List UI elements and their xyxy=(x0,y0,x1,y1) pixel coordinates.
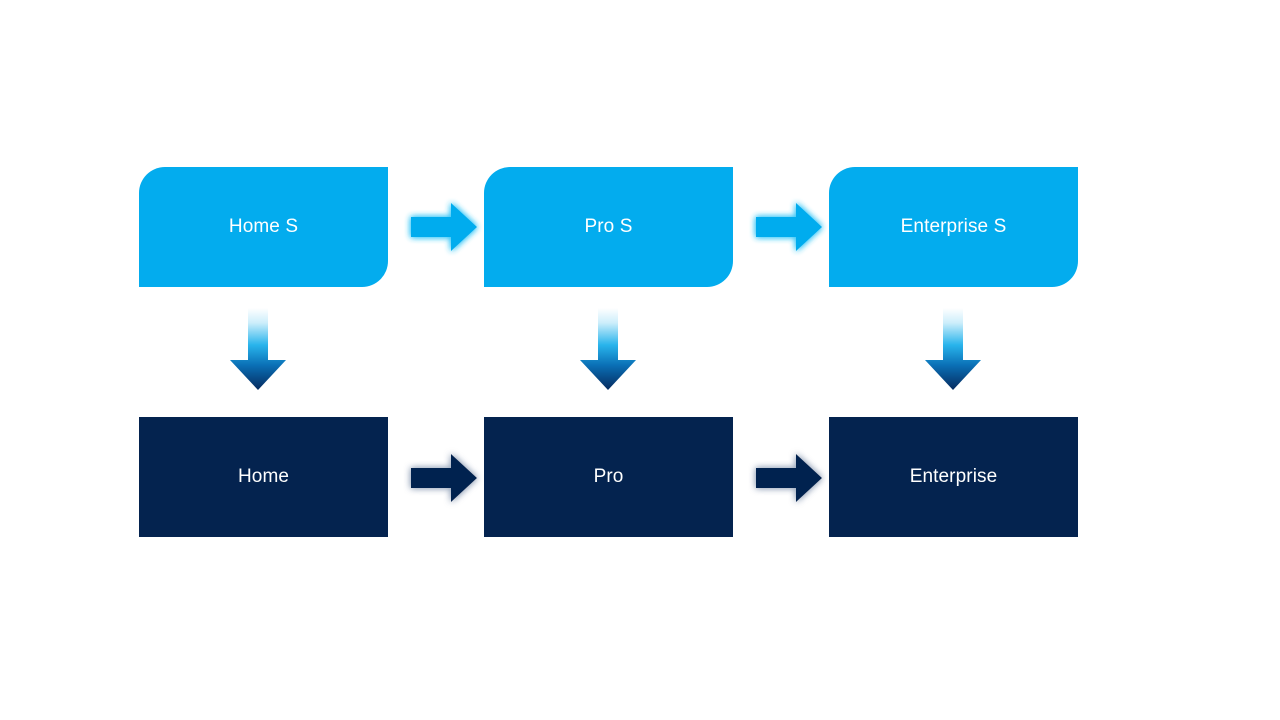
node-pro-s[interactable]: Pro S xyxy=(484,167,733,287)
node-home[interactable]: Home xyxy=(139,417,388,537)
node-label: Home xyxy=(237,465,290,487)
arrow-right-icon-pro-s-to-enterprise-s xyxy=(754,200,824,254)
node-label: Enterprise S xyxy=(900,215,1007,237)
node-label: Enterprise xyxy=(909,465,998,487)
arrow-right-icon-pro-to-enterprise xyxy=(754,451,824,505)
arrow-down-icon-pro-s-to-pro xyxy=(578,308,638,392)
arrow-right-icon-home-to-pro xyxy=(409,451,479,505)
node-label: Home S xyxy=(228,215,299,237)
node-pro[interactable]: Pro xyxy=(484,417,733,537)
arrow-right-icon-home-s-to-pro-s xyxy=(409,200,479,254)
node-enterprise-s[interactable]: Enterprise S xyxy=(829,167,1078,287)
node-home-s[interactable]: Home S xyxy=(139,167,388,287)
arrow-down-icon-home-s-to-home xyxy=(228,308,288,392)
node-label: Pro xyxy=(593,465,624,487)
node-enterprise[interactable]: Enterprise xyxy=(829,417,1078,537)
node-label: Pro S xyxy=(584,215,633,237)
arrow-down-icon-enterprise-s-to-enterprise xyxy=(923,308,983,392)
